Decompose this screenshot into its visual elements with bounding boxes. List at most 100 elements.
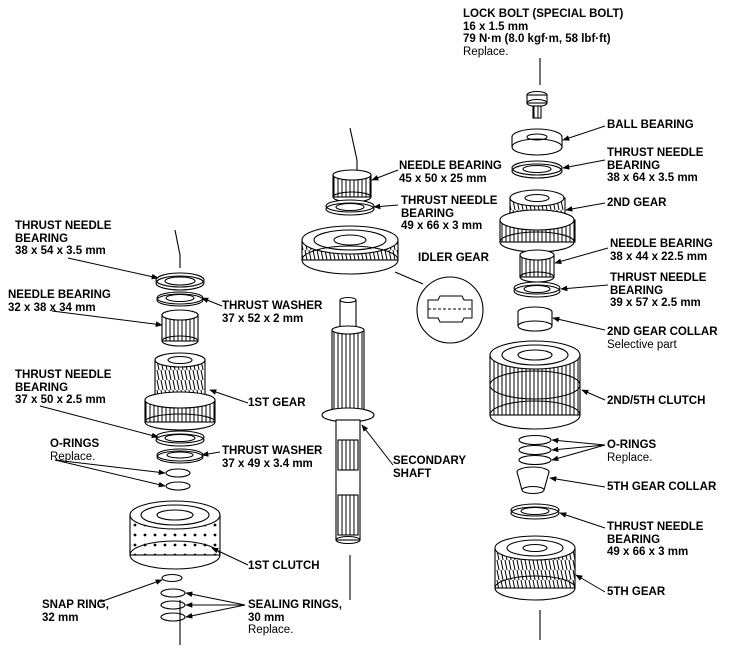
snap-ring-label: SNAP RING, 32 mm [42, 599, 109, 624]
thrust-washer-37x52-size: 37 x 52 x 2 mm [222, 312, 304, 325]
thrust-washer-37x49-label: THRUST WASHER 37 x 49 x 3.4 mm [222, 445, 322, 470]
thrust-needle-bearing-38x64-part [511, 160, 563, 179]
snap-ring-part [161, 573, 183, 583]
o-rings-left-label: O-RINGS Replace. [50, 438, 99, 463]
snap-ring-size: 32 mm [42, 611, 79, 624]
thrust-needle-38x54-title: THRUST NEEDLE [15, 220, 112, 232]
thrust-needle-bearing-38x54-part [155, 272, 205, 291]
ball-bearing-part [511, 128, 563, 156]
thrust-needle-38x54-label: THRUST NEEDLE BEARING 38 x 54 x 3.5 mm [15, 220, 111, 258]
thrust-needle-39x57-title: THRUST NEEDLE [610, 272, 707, 284]
fifth-gear-collar-title: 5TH GEAR COLLAR [607, 481, 717, 493]
second-gear-part [499, 189, 576, 253]
o-rings-right-title: O-RINGS [607, 439, 657, 451]
thrust-needle-49x66-center-title: THRUST NEEDLE [401, 195, 498, 207]
o-rings-right-part [518, 434, 552, 466]
clutch-2nd-5th-title: 2ND/5TH CLUTCH [607, 395, 706, 407]
o-rings-left-title: O-RINGS [50, 438, 100, 450]
thrust-needle-38x64-size: 38 x 64 x 3.5 mm [607, 172, 698, 184]
idler-gear-detail-circle [394, 271, 484, 344]
secondary-shaft-part [321, 296, 375, 545]
thrust-needle-bearing-37x50-part [155, 430, 205, 447]
first-clutch-title: 1ST CLUTCH [248, 560, 320, 572]
sealing-rings-size: 30 mm [248, 611, 285, 624]
o-rings-left-note: Replace. [50, 450, 96, 463]
ball-bearing-title: BALL BEARING [607, 119, 694, 131]
lock-bolt-label: LOCK BOLT (SPECIAL BOLT) 16 x 1.5 mm 79 … [463, 8, 623, 58]
second-gear-label: 2ND GEAR [607, 197, 666, 210]
fifth-gear-label: 5TH GEAR [607, 586, 665, 599]
clutch-2nd-5th-part [489, 340, 581, 430]
lock-bolt-part [526, 90, 548, 119]
first-gear-label: 1ST GEAR [248, 397, 306, 410]
second-gear-collar-title: 2ND GEAR COLLAR [607, 326, 718, 338]
thrust-needle-39x57-label: THRUST NEEDLE BEARING 39 x 57 x 2.5 mm [610, 272, 706, 310]
ball-bearing-label: BALL BEARING [607, 119, 694, 132]
thrust-needle-49x66-right-label: THRUST NEEDLE BEARING 49 x 66 x 3 mm [607, 521, 703, 559]
secondary-shaft-title: SECONDARY [393, 455, 467, 467]
clutch-2nd-5th-label: 2ND/5TH CLUTCH [607, 395, 705, 408]
second-gear-collar-label: 2ND GEAR COLLAR Selective part [607, 326, 718, 351]
first-clutch-label: 1ST CLUTCH [248, 560, 320, 573]
thrust-washer-37x52-part [156, 291, 204, 307]
thrust-needle-38x64-label: THRUST NEEDLE BEARING 38 x 64 x 3.5 mm [607, 147, 703, 185]
thrust-needle-49x66-center-size: 49 x 66 x 3 mm [401, 220, 483, 232]
needle-bearing-45x50-title: NEEDLE BEARING [399, 160, 502, 172]
secondary-shaft-title2: SHAFT [393, 467, 432, 480]
fifth-gear-collar-label: 5TH GEAR COLLAR [607, 481, 716, 494]
thrust-needle-49x66-right-size: 49 x 66 x 3 mm [607, 546, 689, 558]
second-gear-collar-part [517, 306, 553, 332]
needle-bearing-38x44-part [519, 249, 555, 283]
thrust-needle-38x64-title2: BEARING [607, 159, 661, 172]
needle-bearing-45x50-size: 45 x 50 x 25 mm [399, 172, 487, 185]
thrust-washer-37x49-title: THRUST WASHER [222, 445, 323, 457]
needle-bearing-45x50-part [332, 169, 372, 203]
thrust-needle-bearing-49x66-center-part [325, 199, 375, 216]
thrust-needle-37x50-title: THRUST NEEDLE [15, 369, 112, 381]
fifth-gear-title: 5TH GEAR [607, 586, 666, 598]
thrust-needle-37x50-title2: BEARING [15, 381, 69, 394]
thrust-needle-39x57-title2: BEARING [610, 284, 664, 297]
thrust-washer-37x52-label: THRUST WASHER 37 x 52 x 2 mm [222, 300, 322, 325]
fifth-gear-part [494, 535, 576, 601]
idler-gear-label: IDLER GEAR [418, 252, 489, 265]
needle-bearing-32x38-size: 32 x 38 x 34 mm [8, 301, 96, 314]
needle-bearing-38x44-title: NEEDLE BEARING [610, 238, 713, 250]
lock-bolt-torque: 79 N·m (8.0 kgf·m, 58 lbf·ft) [463, 33, 611, 45]
secondary-shaft-label: SECONDARY SHAFT [393, 455, 466, 480]
thrust-needle-38x54-title2: BEARING [15, 232, 69, 245]
thrust-needle-bearing-39x57-part [513, 281, 561, 298]
needle-bearing-32x38-title: NEEDLE BEARING [8, 289, 111, 301]
thrust-needle-49x66-center-title2: BEARING [401, 207, 455, 220]
o-rings-right-label: O-RINGS Replace. [607, 439, 656, 464]
needle-bearing-32x38-label: NEEDLE BEARING 32 x 38 x 34 mm [8, 289, 111, 314]
second-gear-title: 2ND GEAR [607, 197, 667, 209]
first-gear-part [144, 352, 216, 431]
thrust-needle-49x66-right-title: THRUST NEEDLE [607, 521, 704, 533]
thrust-needle-bearing-49x66-right-part [510, 503, 560, 520]
o-rings-right-note: Replace. [607, 451, 653, 464]
thrust-needle-37x50-size: 37 x 50 x 2.5 mm [15, 394, 106, 406]
sealing-rings-note: Replace. [248, 624, 294, 636]
idler-gear-title: IDLER GEAR [418, 252, 489, 264]
sealing-rings-part [160, 588, 186, 622]
center-axis-line [349, 127, 358, 600]
thrust-washer-37x49-size: 37 x 49 x 3.4 mm [222, 457, 313, 470]
first-clutch-part [129, 500, 221, 570]
left-axis-line [174, 229, 181, 645]
fifth-gear-collar-part [516, 466, 550, 495]
idler-gear-part [301, 225, 399, 275]
thrust-needle-49x66-right-title2: BEARING [607, 533, 661, 546]
thrust-needle-39x57-size: 39 x 57 x 2.5 mm [610, 297, 701, 309]
needle-bearing-38x44-label: NEEDLE BEARING 38 x 44 x 22.5 mm [610, 238, 713, 263]
thrust-washer-37x49-part [156, 448, 204, 464]
needle-bearing-32x38-part [161, 309, 199, 347]
lock-bolt-size: 16 x 1.5 mm [463, 20, 529, 33]
needle-bearing-45x50-label: NEEDLE BEARING 45 x 50 x 25 mm [399, 160, 502, 185]
first-gear-title: 1ST GEAR [248, 397, 306, 409]
thrust-needle-38x64-title: THRUST NEEDLE [607, 147, 704, 159]
thrust-needle-37x50-label: THRUST NEEDLE BEARING 37 x 50 x 2.5 mm [15, 369, 111, 407]
leader-lines [39, 125, 609, 619]
o-rings-left-part [165, 468, 191, 491]
